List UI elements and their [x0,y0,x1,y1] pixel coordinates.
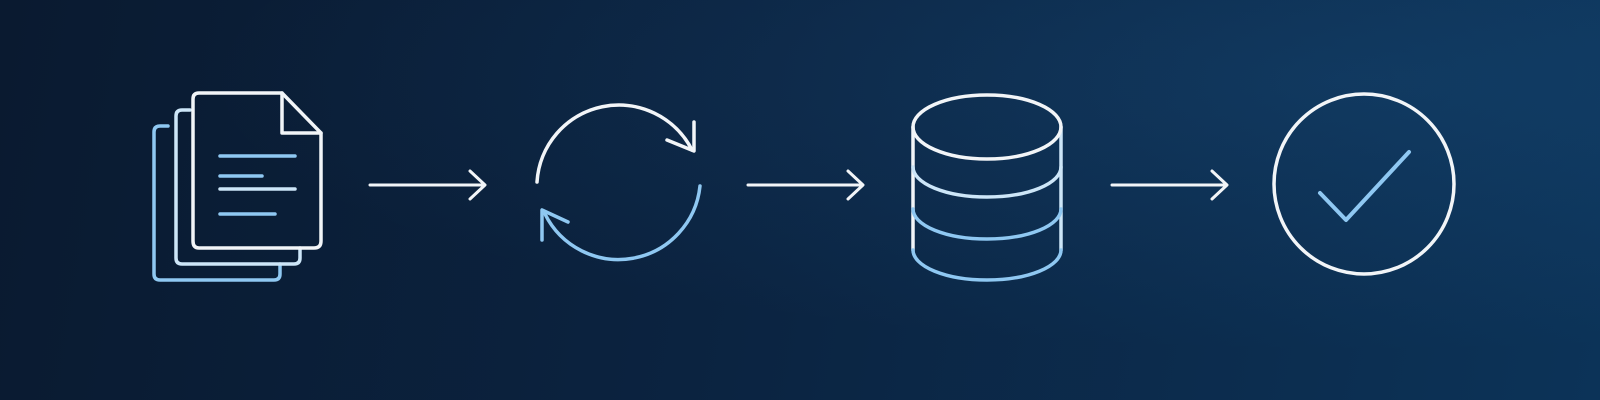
documents-icon [152,91,323,282]
sync-arc-bottom [543,184,702,262]
check-circle-ring [1272,92,1456,276]
document-fold [280,91,323,135]
sync-arc-top [535,103,694,184]
document-middle-page [174,108,302,266]
sync-arrowhead-top [665,120,696,153]
document-back-page [152,124,282,282]
database-icon [911,93,1063,282]
arrow-right-icon [746,169,865,201]
database-ring-2 [911,207,1063,241]
check-mark [1318,150,1411,222]
database-bottom [911,248,1063,282]
database-ring-1 [911,165,1063,199]
arrow-right-icon [1110,169,1229,201]
database-top [911,93,1063,161]
sync-icon [535,103,702,262]
check-circle-icon [1272,92,1456,276]
arrow-right-icon [368,169,487,201]
sync-arrowhead-bottom [540,208,570,242]
document-front-page [191,91,323,250]
